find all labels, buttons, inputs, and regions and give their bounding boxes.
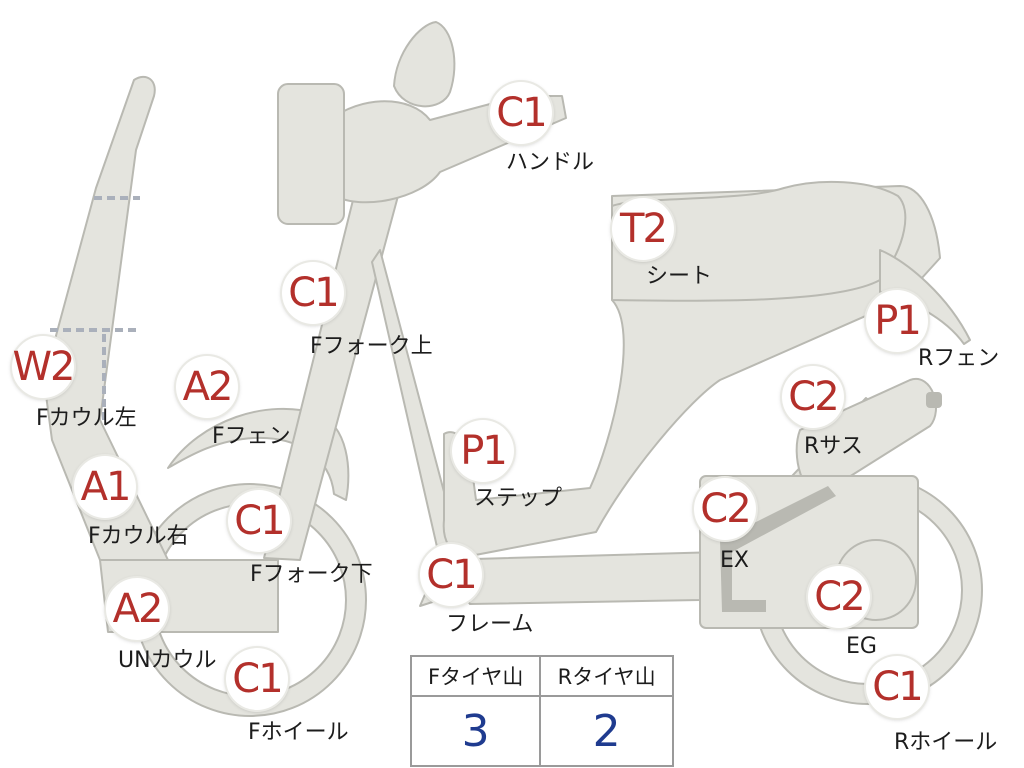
- part-label-step: ステップ: [474, 486, 563, 511]
- damage-code-front-cowl-right: A1: [74, 456, 136, 518]
- part-label-rear-suspension: Rサス: [804, 434, 863, 459]
- damage-code-front-cowl-left: W2: [12, 336, 76, 398]
- part-label-handle: ハンドル: [506, 150, 595, 175]
- part-label-front-fork-bottom: Fフォーク下: [250, 562, 373, 587]
- headlight-shape: [277, 83, 345, 225]
- damage-code-seat: T2: [612, 198, 674, 260]
- part-label-frame: フレーム: [446, 612, 534, 637]
- part-label-engine: EG: [846, 634, 877, 659]
- front-tread-value: 3: [409, 695, 542, 767]
- damage-code-exhaust: C2: [694, 478, 756, 540]
- damage-code-handle: C1: [490, 82, 552, 144]
- mirror-shape: [393, 21, 456, 108]
- tire-tread-table: Fタイヤ山 Rタイヤ山 3 2: [409, 655, 674, 767]
- damage-code-step: P1: [452, 420, 514, 482]
- part-label-front-fork-top: Fフォーク上: [310, 334, 433, 359]
- part-label-front-fender: Fフェン: [212, 424, 291, 449]
- part-label-under-cowl: UNカウル: [118, 648, 217, 673]
- part-label-front-cowl-right: Fカウル右: [88, 524, 189, 549]
- seat-shape: [611, 180, 907, 302]
- part-label-front-cowl-left: Fカウル左: [36, 406, 137, 431]
- rear-suspension-shape: [795, 377, 938, 496]
- damage-code-rear-suspension: C2: [782, 366, 844, 428]
- damage-code-rear-fender: P1: [866, 290, 928, 352]
- damage-code-rear-wheel: C1: [866, 656, 928, 718]
- part-label-rear-wheel: Rホイール: [894, 730, 998, 755]
- rear-tread-header: Rタイヤ山: [539, 655, 674, 697]
- part-label-seat: シート: [646, 264, 713, 289]
- damage-code-front-fork-top: C1: [282, 262, 344, 324]
- damage-code-under-cowl: A2: [106, 578, 168, 640]
- damage-code-front-fender: A2: [176, 356, 238, 418]
- front-tread-header: Fタイヤ山: [409, 655, 542, 697]
- part-label-front-wheel: Fホイール: [248, 720, 349, 745]
- damage-code-front-wheel: C1: [226, 648, 288, 710]
- damage-code-engine: C2: [808, 566, 870, 628]
- damage-code-front-fork-bottom: C1: [228, 490, 290, 552]
- damage-code-frame: C1: [420, 544, 482, 606]
- exhaust-tip: [926, 392, 942, 408]
- part-label-rear-fender: Rフェン: [918, 346, 1000, 371]
- rear-tread-value: 2: [539, 695, 674, 767]
- exhaust-shape: [720, 486, 836, 612]
- part-label-exhaust: EX: [720, 548, 749, 573]
